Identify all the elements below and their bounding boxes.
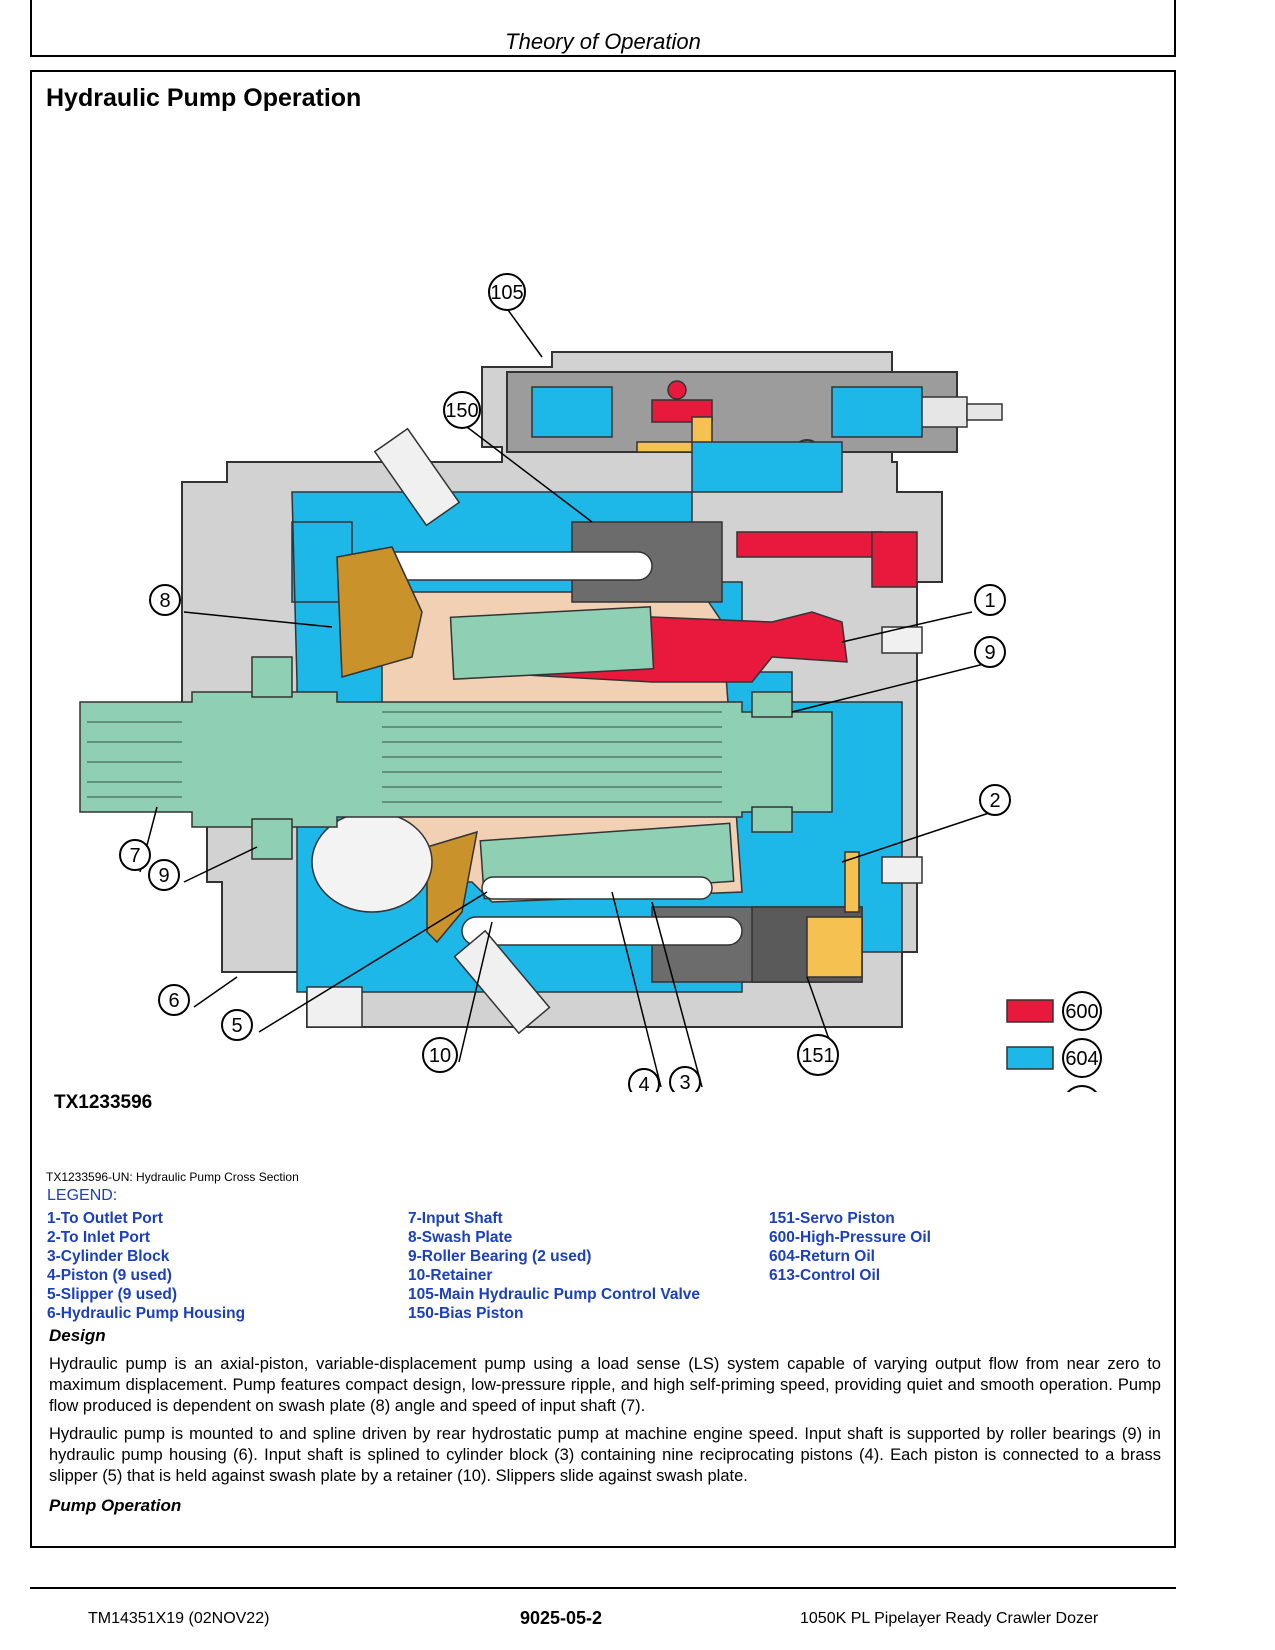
footer-page-number: 9025-05-2 xyxy=(520,1608,603,1628)
key-label-600: 600 xyxy=(1065,1001,1098,1023)
key-label-604: 604 xyxy=(1065,1048,1098,1070)
callout-105: 105 xyxy=(490,282,523,304)
callout-151: 151 xyxy=(801,1045,834,1067)
legend-column-2: 7-Input Shaft 8-Swash Plate 9-Roller Bea… xyxy=(408,1209,700,1323)
callout-10: 10 xyxy=(429,1045,451,1067)
pump-operation-heading: Pump Operation xyxy=(49,1496,182,1515)
design-paragraph-1: Hydraulic pump is an axial-piston, varia… xyxy=(49,1355,1161,1415)
key-swatch-604 xyxy=(1006,1046,1054,1070)
legend-item: 9-Roller Bearing (2 used) xyxy=(408,1248,592,1265)
callout-9-rear: 9 xyxy=(984,642,995,664)
callout-150: 150 xyxy=(445,400,478,422)
roller-bearing-front xyxy=(251,656,293,698)
legend-item: 1-To Outlet Port xyxy=(47,1210,163,1227)
legend-item: 3-Cylinder Block xyxy=(47,1248,170,1265)
callout-7: 7 xyxy=(129,845,140,867)
legend-item: 10-Retainer xyxy=(408,1267,493,1284)
page-header-title: Theory of Operation xyxy=(505,29,701,54)
page-header-box: Theory of Operation xyxy=(30,0,1176,57)
design-heading: Design xyxy=(49,1326,106,1345)
legend-item: 105-Main Hydraulic Pump Control Valve xyxy=(408,1286,700,1303)
callout-4: 4 xyxy=(638,1074,649,1092)
footer-rule xyxy=(30,1587,1176,1589)
upper-piston xyxy=(449,606,655,680)
legend-item: 613-Control Oil xyxy=(769,1267,881,1284)
footer-machine-name: 1050K PL Pipelayer Ready Crawler Dozer xyxy=(800,1610,1099,1627)
design-paragraph-2: Hydraulic pump is mounted to and spline … xyxy=(49,1425,1161,1485)
figure-id: TX1233596 xyxy=(54,1092,153,1113)
section-title: Hydraulic Pump Operation xyxy=(46,84,362,112)
callout-8: 8 xyxy=(159,590,170,612)
content-box: Hydraulic Pump Operation xyxy=(30,70,1176,1548)
pump-cross-section-figure: 105 150 8 1 9 2 7 9 6 5 10 4 3 151 600 6… xyxy=(79,273,1102,1092)
footer-manual-id: TM14351X19 (02NOV22) xyxy=(88,1610,270,1627)
legend-item: 6-Hydraulic Pump Housing xyxy=(47,1305,246,1322)
legend-heading: LEGEND: xyxy=(47,1187,118,1204)
legend-item: 2-To Inlet Port xyxy=(47,1229,151,1246)
swash-plate-upper xyxy=(336,546,423,678)
figure-caption: TX1233596-UN: Hydraulic Pump Cross Secti… xyxy=(46,1170,299,1184)
roller-bearing-rear xyxy=(751,691,793,718)
callout-9-front: 9 xyxy=(158,865,169,887)
roller-bearing-rear-lower xyxy=(751,806,793,833)
callout-2: 2 xyxy=(989,790,1000,812)
legend-item: 8-Swash Plate xyxy=(408,1229,513,1246)
callout-3: 3 xyxy=(679,1072,690,1092)
legend-item: 604-Return Oil xyxy=(769,1248,875,1265)
callout-1: 1 xyxy=(984,590,995,612)
legend-column-3: 151-Servo Piston 600-High-Pressure Oil 6… xyxy=(769,1209,931,1285)
key-swatch-600 xyxy=(1006,999,1054,1023)
legend-item: 600-High-Pressure Oil xyxy=(769,1229,931,1246)
legend-item: 5-Slipper (9 used) xyxy=(47,1286,178,1303)
legend-item: 151-Servo Piston xyxy=(769,1210,895,1227)
swash-plate-lower xyxy=(426,830,478,944)
callout-6: 6 xyxy=(168,990,179,1012)
legend-item: 4-Piston (9 used) xyxy=(47,1267,172,1284)
legend-item: 7-Input Shaft xyxy=(408,1210,503,1227)
callout-5: 5 xyxy=(231,1015,242,1037)
legend-item: 150-Bias Piston xyxy=(408,1305,524,1322)
legend-column-1: 1-To Outlet Port 2-To Inlet Port 3-Cylin… xyxy=(47,1209,245,1323)
callouts xyxy=(119,273,1011,1092)
roller-bearing-front-lower xyxy=(251,818,293,860)
